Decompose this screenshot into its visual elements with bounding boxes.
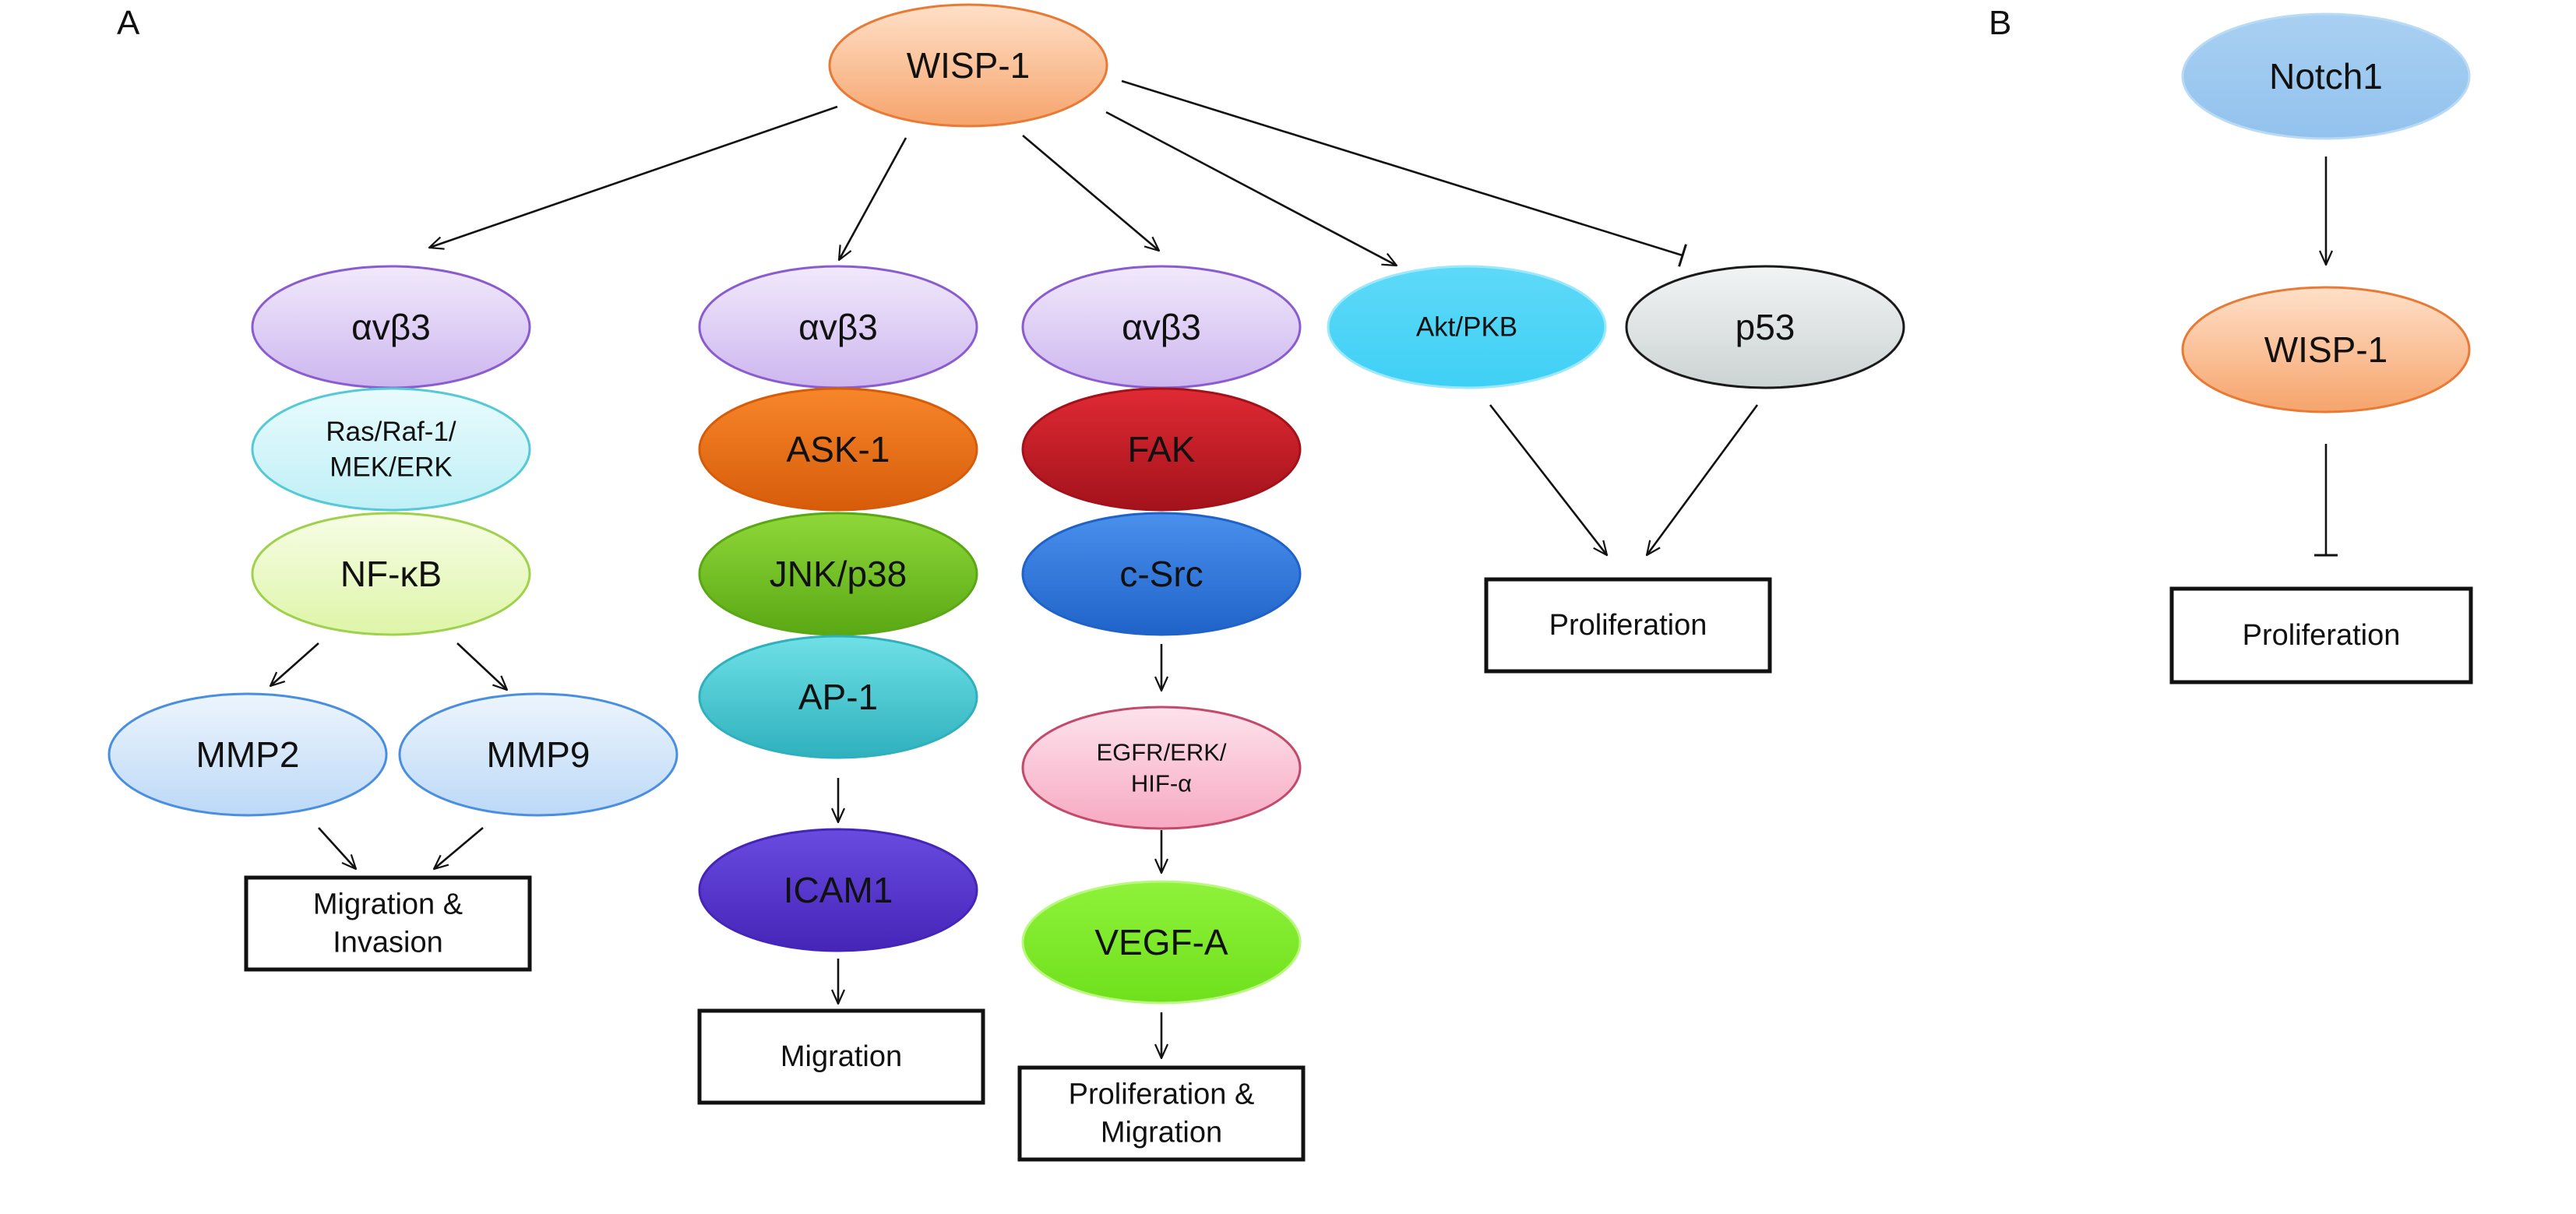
node-wisp1_b: WISP-1 bbox=[2181, 286, 2471, 413]
node-ras: Ras/Raf-1/MEK/ERK bbox=[251, 387, 531, 512]
node-box_prolif_a-label-line: Proliferation bbox=[1549, 609, 1707, 642]
node-nfkb: NF-κB bbox=[251, 512, 531, 636]
node-ap1: AP-1 bbox=[698, 635, 978, 759]
node-mmp9: MMP9 bbox=[398, 692, 678, 817]
node-mmp2: MMP2 bbox=[107, 692, 388, 817]
node-ras-ellipse bbox=[251, 387, 531, 512]
node-avb3_1: αvβ3 bbox=[251, 265, 531, 389]
node-ap1-label-line: AP-1 bbox=[798, 677, 878, 717]
node-box_prolif_a-box bbox=[1484, 577, 1772, 674]
node-jnk-label-line: JNK/p38 bbox=[770, 554, 907, 594]
node-egfr-label-line: HIF-α bbox=[1131, 770, 1192, 797]
node-box_prolif_mig-label-line: Proliferation & bbox=[1069, 1078, 1255, 1110]
edge-wisp1_a-to-avb3_3-activation bbox=[1022, 135, 1159, 251]
node-box_prolif_mig-box bbox=[1017, 1065, 1306, 1162]
panel-label-a: A bbox=[117, 4, 140, 42]
node-icam1: ICAM1 bbox=[698, 828, 978, 952]
node-egfr: EGFR/ERK/HIF-α bbox=[1021, 706, 1302, 830]
node-wisp1_a: WISP-1 bbox=[828, 3, 1108, 128]
panel-label-b: B bbox=[1989, 4, 2011, 42]
node-wisp1_a-ellipse bbox=[828, 3, 1108, 128]
node-box_prolif_a: Proliferation bbox=[1484, 577, 1772, 674]
node-p53-ellipse bbox=[1625, 265, 1905, 389]
node-akt-label-line: Akt/PKB bbox=[1416, 312, 1517, 343]
node-notch1: Notch1 bbox=[2181, 12, 2471, 140]
node-fak-ellipse bbox=[1021, 387, 1302, 512]
node-box_prolif_b-box bbox=[2169, 586, 2473, 684]
node-akt: Akt/PKB bbox=[1327, 265, 1607, 389]
edge-wisp1_a-to-avb3_2-activation bbox=[839, 137, 907, 260]
edge-mmp2-to-box_mig_inv-activation bbox=[318, 827, 356, 869]
edge-nfkb-to-mmp9-activation bbox=[456, 642, 507, 690]
node-box_mig_inv-label-line: Migration & bbox=[313, 888, 463, 920]
node-ras-label-line: Ras/Raf-1/ bbox=[326, 417, 456, 447]
node-p53: p53 bbox=[1625, 265, 1905, 389]
node-box_prolif_b: Proliferation bbox=[2169, 586, 2473, 684]
node-avb3_2-label-line: αvβ3 bbox=[798, 307, 878, 347]
node-box_mig_inv-label-line: Invasion bbox=[333, 927, 443, 959]
node-box_mig-label-line: Migration bbox=[781, 1040, 902, 1073]
node-box_prolif_mig: Proliferation & Migration bbox=[1017, 1065, 1306, 1162]
node-jnk: JNK/p38 bbox=[698, 512, 978, 636]
node-ras-label-line: MEK/ERK bbox=[329, 452, 453, 482]
node-egfr-ellipse bbox=[1021, 706, 1302, 830]
edge-nfkb-to-mmp2-activation bbox=[270, 642, 319, 686]
node-avb3_1-label-line: αvβ3 bbox=[351, 307, 431, 347]
node-akt-ellipse bbox=[1327, 265, 1607, 389]
edge-p53-to-box_prolif_a-activation bbox=[1647, 404, 1759, 555]
node-wisp1_a-label-line: WISP-1 bbox=[907, 45, 1030, 86]
node-csrc-label-line: c-Src bbox=[1119, 554, 1203, 594]
node-mmp9-label-line: MMP9 bbox=[487, 734, 590, 775]
node-csrc: c-Src bbox=[1021, 512, 1302, 636]
edges-layer bbox=[270, 79, 2338, 1058]
node-vegfa-ellipse bbox=[1021, 880, 1302, 1005]
edge-wisp1_a-to-p53-inhibition bbox=[1121, 79, 1687, 267]
node-jnk-ellipse bbox=[698, 512, 978, 636]
node-icam1-ellipse bbox=[698, 828, 978, 952]
node-box_mig-box bbox=[697, 1008, 985, 1105]
node-fak: FAK bbox=[1021, 387, 1302, 512]
node-csrc-ellipse bbox=[1021, 512, 1302, 636]
node-ask1: ASK-1 bbox=[698, 387, 978, 512]
node-box_mig_inv-box bbox=[244, 875, 532, 972]
node-vegfa: VEGF-A bbox=[1021, 880, 1302, 1005]
node-wisp1_b-label-line: WISP-1 bbox=[2264, 329, 2387, 370]
node-box_prolif_mig-label-line: Migration bbox=[1101, 1117, 1222, 1149]
node-avb3_2: αvβ3 bbox=[698, 265, 978, 389]
node-nfkb-label-line: NF-κB bbox=[340, 554, 442, 594]
node-icam1-label-line: ICAM1 bbox=[784, 870, 893, 910]
node-box_mig: Migration bbox=[697, 1008, 985, 1105]
node-nfkb-ellipse bbox=[251, 512, 531, 636]
node-box_mig_inv: Migration & Invasion bbox=[244, 875, 532, 972]
node-ask1-label-line: ASK-1 bbox=[787, 429, 890, 470]
edge-wisp1_a-to-akt-activation bbox=[1105, 111, 1397, 266]
node-p53-label-line: p53 bbox=[1736, 307, 1795, 347]
node-egfr-label-line: EGFR/ERK/ bbox=[1096, 738, 1226, 765]
node-vegfa-label-line: VEGF-A bbox=[1094, 922, 1228, 962]
node-fak-label-line: FAK bbox=[1128, 429, 1196, 470]
node-mmp9-ellipse bbox=[398, 692, 678, 817]
node-avb3_3-label-line: αvβ3 bbox=[1122, 307, 1201, 347]
node-ask1-ellipse bbox=[698, 387, 978, 512]
edge-akt-to-box_prolif_a-activation bbox=[1489, 404, 1607, 555]
node-box_prolif_b-label-line: Proliferation bbox=[2243, 619, 2401, 652]
node-ap1-ellipse bbox=[698, 635, 978, 759]
node-mmp2-label-line: MMP2 bbox=[196, 734, 300, 775]
node-mmp2-ellipse bbox=[107, 692, 388, 817]
node-wisp1_b-ellipse bbox=[2181, 286, 2471, 413]
node-notch1-ellipse bbox=[2181, 12, 2471, 140]
edge-mmp9-to-box_mig_inv-activation bbox=[434, 827, 484, 869]
edge-wisp1_a-to-avb3_1-activation bbox=[429, 105, 838, 248]
node-notch1-label-line: Notch1 bbox=[2269, 56, 2383, 97]
node-avb3_3: αvβ3 bbox=[1021, 265, 1302, 389]
